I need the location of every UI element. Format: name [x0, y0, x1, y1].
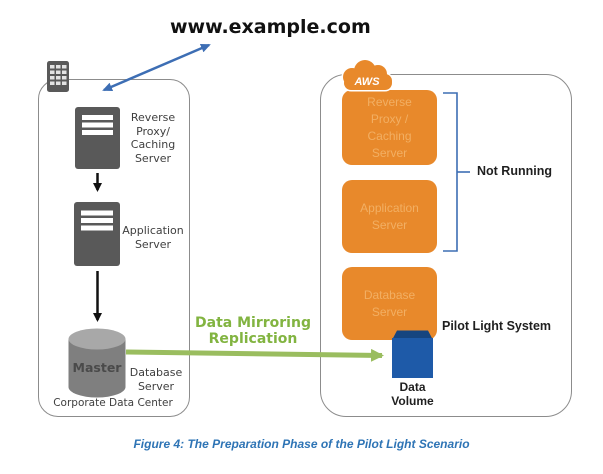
domain-title: www.example.com	[170, 16, 371, 38]
pilot-light-system-label: Pilot Light System	[442, 319, 552, 333]
aws-reverse-proxy-server-box: Reverse Proxy / Caching Server	[342, 90, 437, 165]
aws-application-label: Application Server	[360, 200, 419, 232]
aws-database-label: Database Server	[363, 287, 416, 319]
corp-reverse-proxy-label: Reverse Proxy/ Caching Server	[130, 111, 176, 165]
aws-reverse-proxy-label: Reverse Proxy / Caching Server	[367, 94, 412, 160]
not-running-label: Not Running	[477, 164, 552, 178]
data-volume-label: Data Volume	[391, 380, 434, 408]
corp-database-label: Database Server	[129, 366, 183, 393]
aws-database-server-box: Database Server	[342, 267, 437, 340]
data-mirroring-replication-label: Data Mirroring Replication	[195, 315, 311, 347]
figure-caption: Figure 4: The Preparation Phase of the P…	[133, 437, 470, 451]
corp-application-label: Application Server	[122, 224, 184, 251]
aws-application-server-box: Application Server	[342, 180, 437, 253]
corporate-data-center-label: Corporate Data Center	[53, 397, 173, 409]
